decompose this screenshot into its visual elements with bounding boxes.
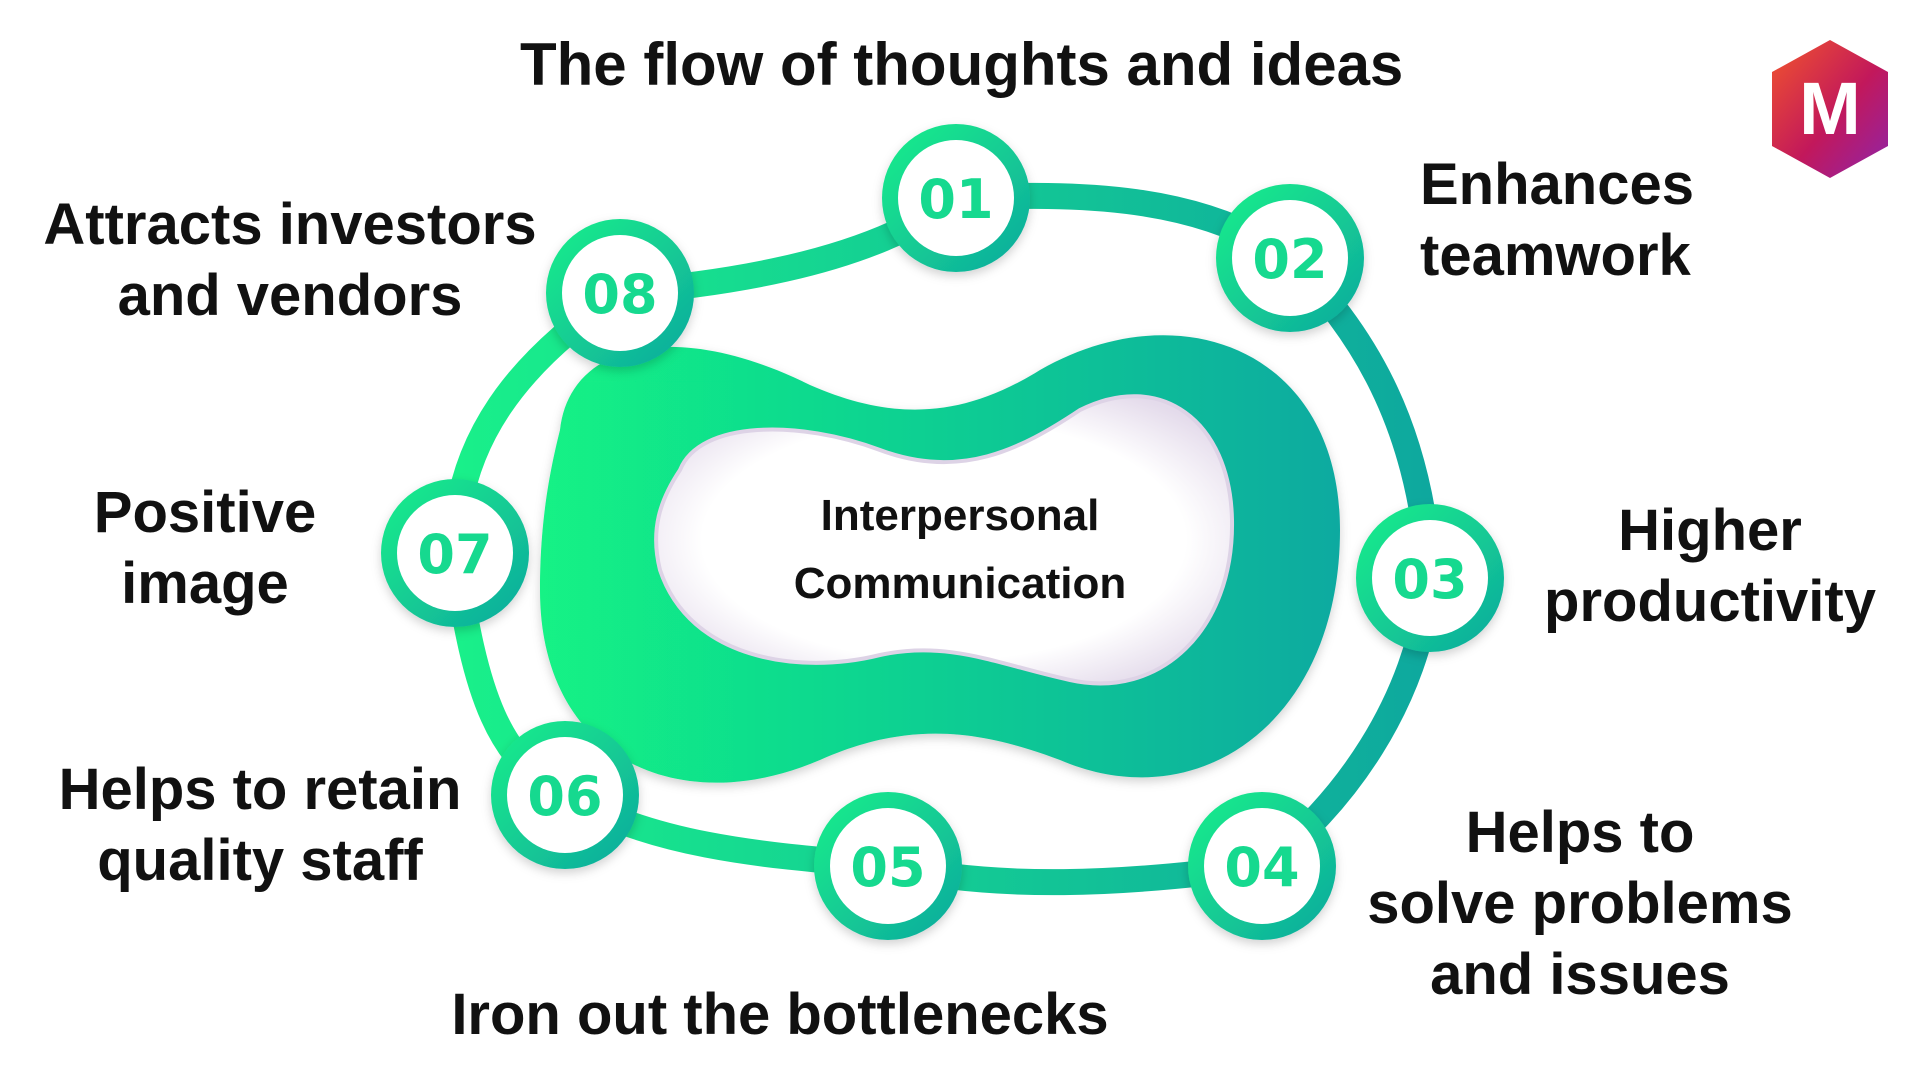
step-label-04-line3: and issues [1430, 941, 1730, 1007]
step-label-06-line1: Helps to retain [58, 757, 462, 822]
step-label-05-line1: Iron out the bottlenecks [451, 982, 1109, 1047]
step-number-01: 01 [918, 168, 993, 231]
step-label-08-line2: and vendors [117, 262, 463, 328]
center-title-line1: Interpersonal [821, 491, 1100, 540]
step-number-03: 03 [1392, 548, 1467, 611]
step-label-04-line2: solve problems [1367, 870, 1793, 936]
step-label-02-line1: Enhances [1420, 152, 1694, 217]
step-label-01: The flow of thoughts and ideas [520, 28, 1404, 101]
step-number-07: 07 [417, 523, 492, 586]
step-label-02-line2: teamwork [1420, 222, 1691, 288]
step-label-02: Enhances teamwork [1420, 150, 1750, 292]
step-label-04-line1: Helps to [1465, 800, 1695, 865]
step-label-08: Attracts investors and vendors [30, 190, 550, 332]
step-node-08: 08 [546, 219, 694, 367]
step-label-01-line1: The flow of thoughts and ideas [520, 31, 1404, 98]
step-number-08: 08 [582, 263, 657, 326]
step-number-06: 06 [527, 765, 602, 828]
step-node-03: 03 [1356, 504, 1504, 652]
brand-logo: M [1772, 40, 1888, 178]
step-label-03-line2: productivity [1544, 568, 1876, 634]
step-node-01: 01 [882, 124, 1030, 272]
step-node-06: 06 [491, 721, 639, 869]
step-label-03: Higher productivity [1520, 496, 1900, 638]
center-title-line2: Communication [794, 559, 1126, 608]
logo-hexagon-icon [1772, 40, 1888, 178]
step-label-07: Positive image [70, 478, 340, 620]
step-label-07-line1: Positive [93, 480, 317, 545]
logo-letter: M [1799, 67, 1861, 150]
step-node-04: 04 [1188, 792, 1336, 940]
step-number-02: 02 [1252, 228, 1327, 291]
step-number-05: 05 [850, 836, 925, 899]
step-label-03-line1: Higher [1618, 498, 1802, 563]
step-node-07: 07 [381, 479, 529, 627]
step-label-06: Helps to retain quality staff [40, 755, 480, 897]
step-label-05: Iron out the bottlenecks [430, 980, 1130, 1051]
step-node-02: 02 [1216, 184, 1364, 332]
step-label-07-line2: image [121, 550, 289, 616]
step-label-06-line2: quality staff [97, 827, 423, 893]
step-label-08-line1: Attracts investors [43, 192, 537, 257]
step-number-04: 04 [1224, 836, 1299, 899]
step-node-05: 05 [814, 792, 962, 940]
central-blob-inner [654, 394, 1235, 686]
step-label-04: Helps to solve problems and issues [1355, 798, 1805, 1010]
